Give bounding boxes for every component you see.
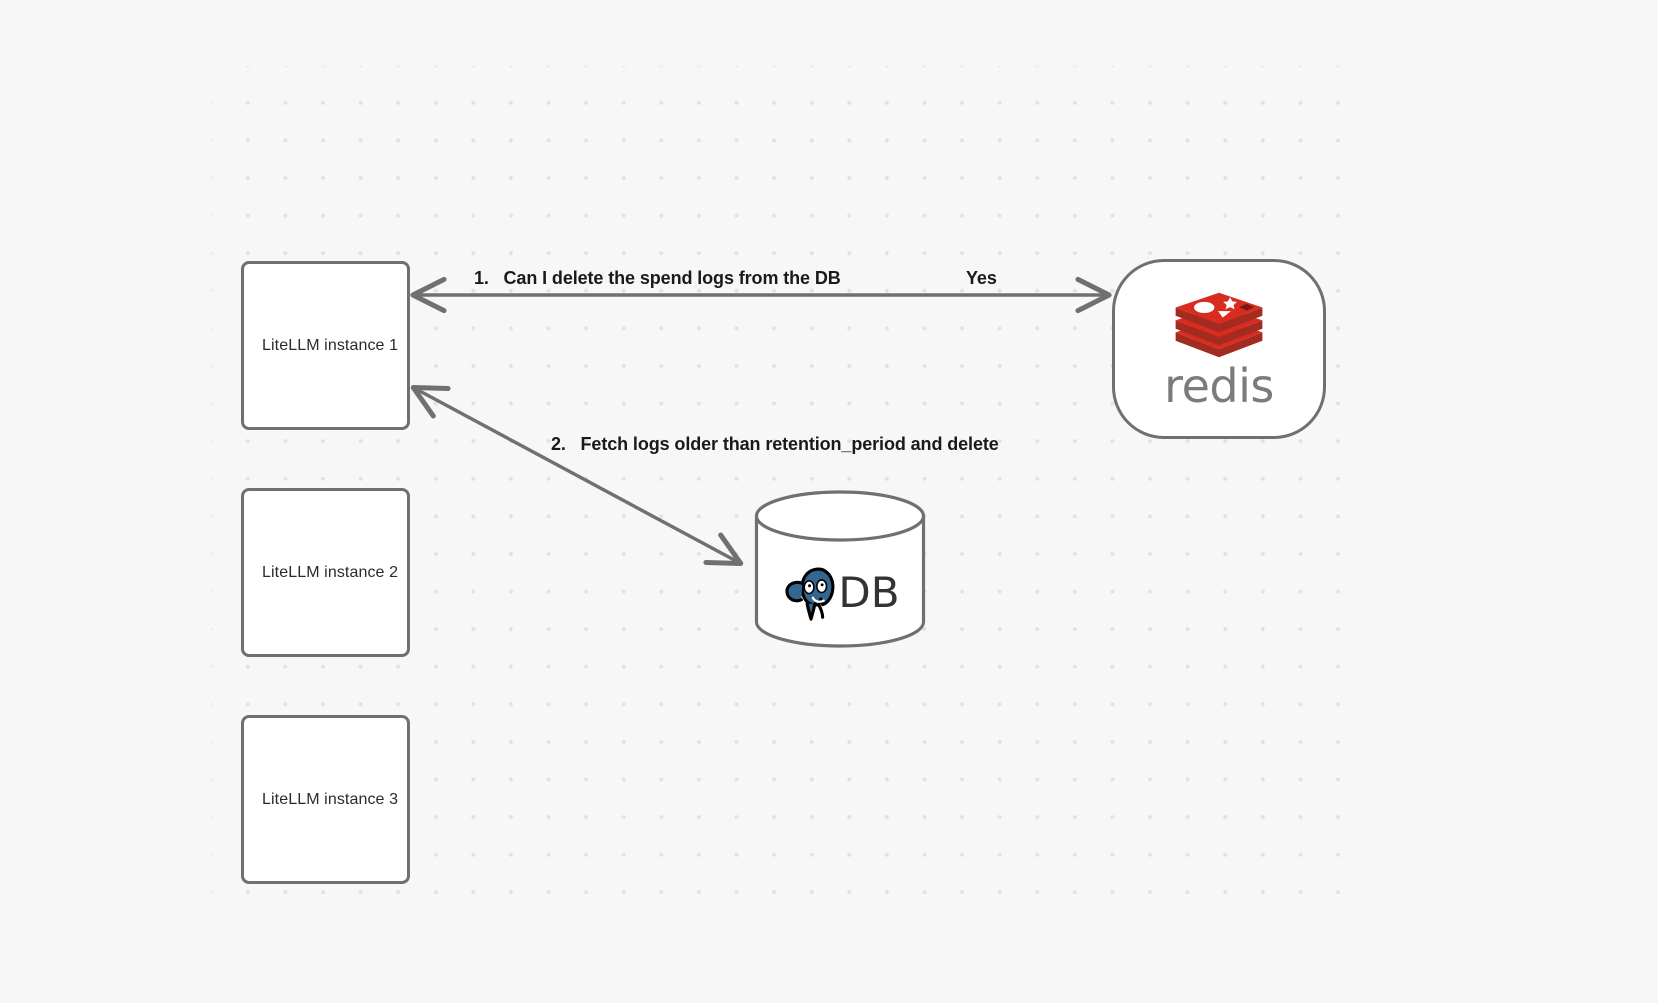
edge-1-text: Can I delete the spend logs from the DB (503, 268, 841, 288)
database-cylinder-shape (754, 490, 926, 648)
edge-litellm1-db[interactable] (410, 385, 744, 566)
edge-2-text: Fetch logs older than retention_period a… (580, 434, 999, 454)
edge-2-label: 2. Fetch logs older than retention_perio… (551, 434, 999, 455)
edge-1-step: 1. (474, 268, 489, 288)
db-node-label: DB (838, 568, 900, 617)
node-litellm-instance-2[interactable]: LiteLLM instance 2 (241, 488, 410, 657)
db-node-content: DB (754, 538, 926, 648)
edge-1-answer-label: Yes (966, 268, 997, 288)
node-litellm-instance-3[interactable]: LiteLLM instance 3 (241, 715, 410, 884)
redis-wordmark-label: redis (1164, 359, 1274, 413)
node-db[interactable]: DB (754, 490, 926, 648)
postgresql-elephant-icon (785, 567, 835, 621)
redis-logo-icon (1175, 292, 1263, 358)
node-litellm-instance-1-label: LiteLLM instance 1 (262, 336, 399, 354)
node-litellm-instance-2-label: LiteLLM instance 2 (262, 563, 399, 581)
node-litellm-instance-1[interactable]: LiteLLM instance 1 (241, 261, 410, 430)
node-redis[interactable]: redis (1112, 259, 1326, 439)
edge-2-step: 2. (551, 434, 566, 454)
edge-1-label: 1. Can I delete the spend logs from the … (474, 268, 841, 289)
node-litellm-instance-3-label: LiteLLM instance 3 (262, 790, 399, 808)
